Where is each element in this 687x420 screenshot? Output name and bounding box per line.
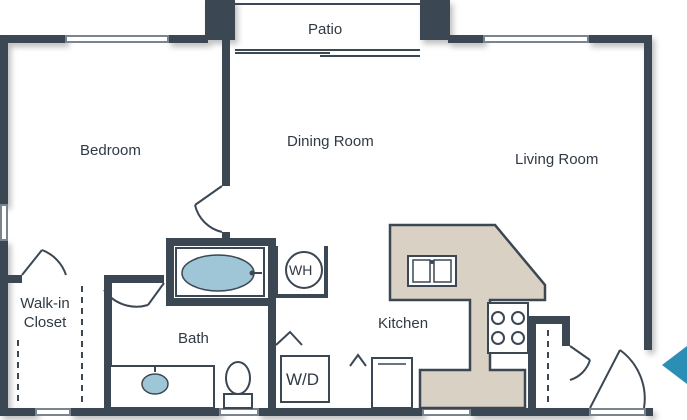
room-label-bedroom: Bedroom (80, 142, 141, 159)
outer-walls (0, 0, 653, 416)
room-label-patio: Patio (308, 21, 343, 38)
room-label-kitchen: Kitchen (378, 315, 429, 332)
room-label-living-room: Living Room (515, 151, 599, 168)
fixture-label-water-heater: WH (289, 262, 313, 278)
patio-door (235, 3, 420, 57)
windows (0, 35, 646, 416)
door-swings (21, 185, 646, 409)
bathtub (175, 247, 265, 297)
walk-in-closet-line2: Closet (23, 314, 67, 331)
room-label-dining-room: Dining Room (287, 133, 374, 150)
walk-in-closet-line1: Walk-in (20, 295, 70, 312)
entry-arrow-icon (662, 346, 687, 384)
washer-dryer-box (280, 355, 330, 403)
fixture-label-washer-dryer: W/D (286, 370, 320, 389)
interior-walls (8, 40, 570, 416)
stove (487, 302, 529, 354)
kitchen-sink (407, 255, 457, 287)
closet-shelves (17, 286, 549, 406)
vanity (109, 365, 215, 409)
room-label-bath: Bath (178, 330, 209, 347)
water-heater-closet (274, 246, 328, 298)
room-label-walk-in-closet: Walk-in Closet (16, 294, 74, 332)
appliance-box (371, 357, 413, 409)
toilet (223, 361, 253, 409)
